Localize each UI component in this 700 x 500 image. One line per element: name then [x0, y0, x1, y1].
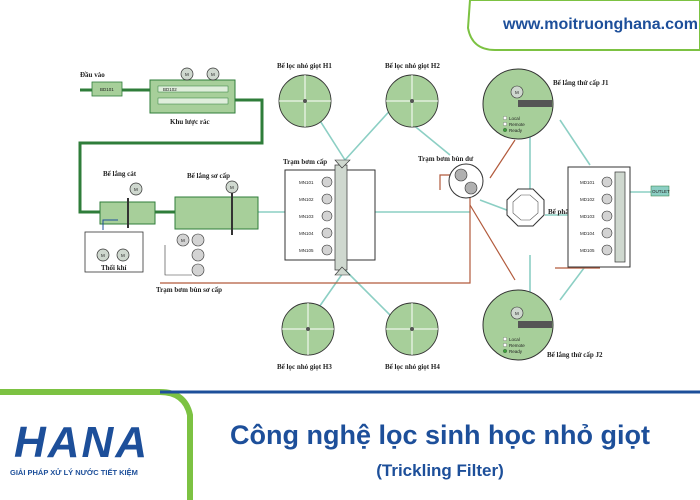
footer-subtitle: (Trickling Filter)	[376, 461, 504, 480]
motor-primary-pump: M	[181, 238, 185, 243]
label-blower: Thổi khí	[101, 264, 128, 272]
svg-text:MD104: MD104	[580, 231, 595, 236]
secondary-clarifier-j2: M Local Remote Ready	[482, 289, 554, 361]
svg-text:OUTLET: OUTLET	[652, 189, 670, 194]
primary-settler: M	[174, 180, 259, 235]
return-sludge-pump	[448, 163, 484, 199]
svg-text:M: M	[101, 253, 105, 258]
label-trickling-h1: Bể lọc nhỏ giọt H1	[277, 62, 332, 70]
svg-text:Ready: Ready	[509, 349, 523, 354]
svg-text:M: M	[121, 253, 125, 258]
label-primary-settler: Bể lắng sơ cấp	[187, 172, 230, 180]
svg-text:M: M	[515, 311, 519, 316]
url-banner-box: www.moitruonghana.com	[470, 0, 700, 52]
trickling-filter-h4	[385, 302, 439, 356]
footer-title: Công nghệ lọc sinh học nhỏ giọt	[230, 420, 650, 450]
trickling-filter-h1	[278, 74, 332, 128]
svg-text:M: M	[185, 72, 189, 77]
hana-logo: HANA	[14, 418, 150, 467]
primary-sludge-pumps	[164, 233, 205, 277]
logo-slogan: GIẢI PHÁP XỬ LÝ NƯỚC TIẾT KIỆM	[10, 468, 138, 477]
sludge-pump-house: MD101 MD102 MD103 MD104 MD105 OUTLET	[567, 166, 670, 268]
svg-text:BD101: BD101	[100, 87, 114, 92]
label-secondary-j2: Bể lắng thứ cấp J2	[547, 351, 603, 359]
trickling-filter-h2	[385, 74, 439, 128]
label-primary-sludge-pump: Trạm bơm bùn sơ cấp	[156, 286, 222, 294]
svg-text:MN101: MN101	[299, 180, 314, 185]
distribution-tank	[506, 188, 545, 227]
pump-station: MN101 MN102 MN103 MN104 MN105	[284, 159, 376, 276]
svg-text:MN102: MN102	[299, 197, 314, 202]
svg-text:MN103: MN103	[299, 214, 314, 219]
website-url[interactable]: www.moitruonghana.com	[503, 16, 698, 33]
svg-text:MD105: MD105	[580, 248, 595, 253]
label-return-sludge-pump: Trạm bơm bùn dư	[418, 155, 474, 163]
label-trickling-h3: Bể lọc nhỏ giọt H3	[277, 363, 332, 371]
label-secondary-j1: Bể lắng thứ cấp J1	[553, 79, 609, 87]
label-inlet: Đầu vào	[80, 71, 105, 79]
svg-text:MD101: MD101	[580, 180, 595, 185]
svg-text:M: M	[211, 72, 215, 77]
svg-text:M: M	[230, 185, 234, 190]
label-pump-station: Trạm bơm cấp	[283, 158, 327, 166]
label-screen-area: Khu lược rác	[170, 118, 210, 126]
svg-text:Local: Local	[509, 116, 520, 121]
svg-text:MD102: MD102	[580, 197, 595, 202]
svg-text:MN105: MN105	[299, 248, 314, 253]
svg-text:M: M	[515, 90, 519, 95]
svg-text:Remote: Remote	[509, 122, 525, 127]
screen-area: BD102 M M	[149, 67, 236, 114]
inlet-unit: BD101	[91, 81, 123, 97]
svg-text:MN104: MN104	[299, 231, 314, 236]
svg-text:Local: Local	[509, 337, 520, 342]
url-banner	[466, 0, 700, 51]
blower-unit: M M	[84, 219, 144, 273]
trickling-filter-h3	[281, 302, 335, 356]
label-grit-tank: Bể lắng cát	[103, 170, 137, 178]
svg-text:M: M	[134, 187, 138, 192]
svg-text:Remote: Remote	[509, 343, 525, 348]
svg-text:Ready: Ready	[509, 128, 523, 133]
svg-text:BD102: BD102	[163, 87, 177, 92]
label-trickling-h4: Bể lọc nhỏ giọt H4	[385, 363, 440, 371]
label-trickling-h2: Bể lọc nhỏ giọt H2	[385, 62, 440, 70]
svg-text:MD103: MD103	[580, 214, 595, 219]
secondary-clarifier-j1: M Local Remote Ready	[482, 68, 554, 140]
grit-tank: M	[99, 182, 156, 228]
